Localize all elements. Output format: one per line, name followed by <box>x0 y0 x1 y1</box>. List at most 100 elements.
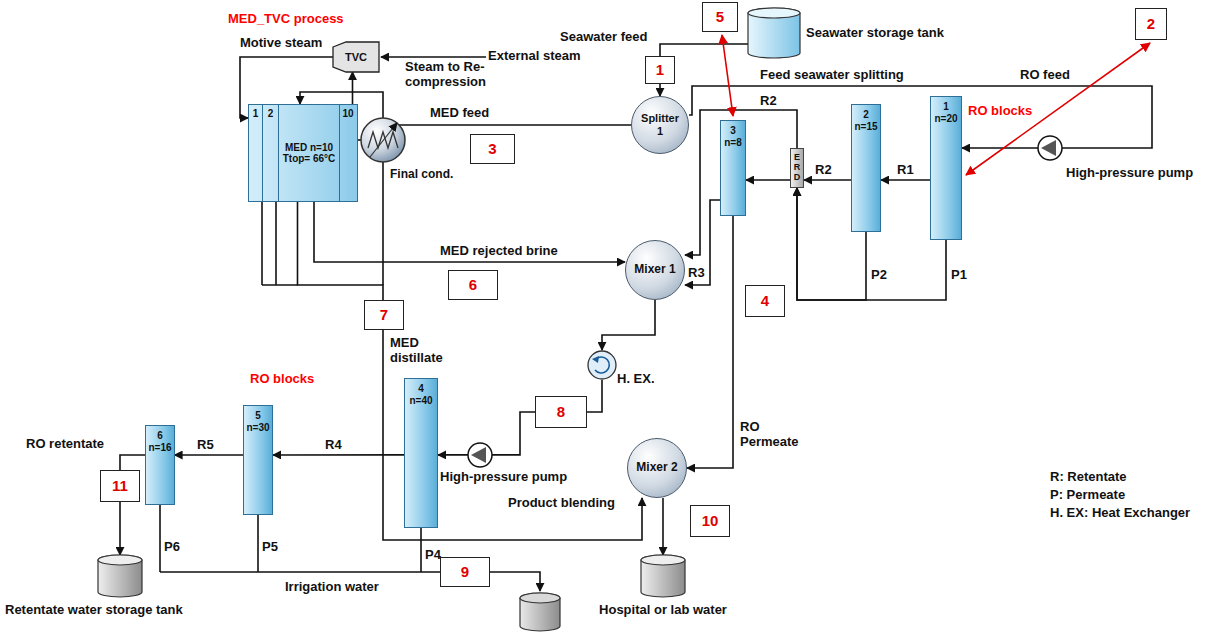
stream-label: P4 <box>425 548 441 563</box>
flow-line <box>438 380 602 455</box>
permeate-line <box>159 505 161 572</box>
tank-lid <box>641 555 685 565</box>
stream-label: Feed seawater splitting <box>760 68 904 83</box>
callout-number: 8 <box>535 396 587 428</box>
med-unit: 12MED n=10 Ttop= 66°C10 <box>248 104 358 202</box>
node-text: n=8 <box>724 137 742 149</box>
stream-label: MED feed <box>430 106 489 121</box>
erd-device: ERD <box>790 148 804 188</box>
node-text: Mixer 2 <box>636 461 677 475</box>
effect-cell: MED n=10 Ttop= 66°C <box>279 105 340 201</box>
section-title: RO blocks <box>250 372 314 387</box>
node-text: n=20 <box>934 113 957 125</box>
flow-line <box>352 72 354 104</box>
stream-label: MED rejected brine <box>440 244 558 259</box>
pump-symbol <box>468 443 492 467</box>
tank-lid <box>98 555 142 565</box>
callout-number: 2 <box>1135 8 1167 40</box>
callout-number: 4 <box>745 285 785 317</box>
stream-label: P6 <box>164 540 180 555</box>
heat-exchanger: H. EX. <box>587 350 617 380</box>
irrigation-tank <box>520 593 560 603</box>
hex-outline <box>587 350 617 380</box>
section-title: RO blocks <box>968 104 1032 119</box>
stream-label: P: Permeate <box>1050 488 1125 503</box>
splitter-circle: Splitter 1 <box>631 96 689 154</box>
callout-number: 11 <box>100 470 140 502</box>
stream-label: R2 <box>815 163 832 178</box>
stream-label: Irrigation water <box>285 580 379 595</box>
node-text: 2 <box>268 108 274 201</box>
condenser-symbol <box>361 118 405 162</box>
callout-number: 10 <box>690 505 730 537</box>
ro-block: 5n=30 <box>243 405 273 515</box>
node-text: Retentate water storage tank <box>5 603 183 618</box>
flow-line <box>298 202 643 540</box>
effect-cell: 2 <box>263 105 279 201</box>
callout-number: 6 <box>448 270 498 300</box>
stream-label: High-pressure pump <box>440 470 567 485</box>
ro-block: 4n=40 <box>404 378 438 528</box>
stream-label: RO retentate <box>26 437 104 452</box>
node-text: 3 <box>730 125 736 137</box>
callout-number: 1 <box>645 56 675 84</box>
ro-block: 2n=15 <box>851 104 881 232</box>
node-text: 6 <box>157 430 163 442</box>
storage-tank: Seawater storage tank <box>748 8 800 58</box>
stream-label: R4 <box>325 438 342 453</box>
stream-label: P2 <box>871 268 887 283</box>
node-text: n=16 <box>148 442 171 454</box>
pump-symbol <box>1041 140 1056 156</box>
stream-label: P5 <box>262 540 278 555</box>
node-text: 2 <box>863 109 869 121</box>
node-text: 10 <box>342 108 353 201</box>
effect-drain <box>261 202 263 285</box>
node-text: Hospital or lab water <box>599 603 727 618</box>
node-text: Mixer 1 <box>634 263 675 277</box>
node-text: 5 <box>255 410 261 422</box>
flow-line <box>881 179 930 181</box>
drain-collector <box>262 284 298 286</box>
node-text: MED n=10 Ttop= 66°C <box>279 142 339 165</box>
flow-line <box>746 179 790 181</box>
node-text: n=15 <box>854 121 877 133</box>
stream-label: High-pressure pump <box>1066 166 1193 181</box>
flow-line <box>689 86 1152 148</box>
stream-label: External steam <box>488 49 581 64</box>
node-text: Seawater storage tank <box>806 26 944 41</box>
stream-label: Product blending <box>508 496 615 511</box>
mixer-circle: Mixer 2 <box>627 438 687 498</box>
effect-drain <box>275 202 277 285</box>
effect-cell: 10 <box>340 105 356 201</box>
callout-number: 5 <box>702 2 738 32</box>
flow-line <box>685 110 797 255</box>
stream-label: Steam to Re-compression <box>405 60 515 90</box>
stream-label: H. EX: Heat Exchanger <box>1050 506 1190 521</box>
condensate-line <box>382 162 384 285</box>
tvc-ejector: TVC <box>333 42 379 72</box>
ro-block: 6n=16 <box>145 425 174 505</box>
permeate-line <box>257 515 259 572</box>
stream-label: RO feed <box>1020 68 1070 83</box>
tank-body <box>641 555 685 597</box>
stream-label: P1 <box>951 268 967 283</box>
stream-label: RO Permeate <box>740 420 812 450</box>
tank-body <box>748 8 800 58</box>
effect-cell: 1 <box>249 105 263 201</box>
flow-line <box>687 216 733 468</box>
stream-label: Seawater feed <box>560 30 647 45</box>
node-text: TVC <box>345 51 367 64</box>
node-text: 1 <box>253 108 259 201</box>
stream-label: R2 <box>760 94 777 109</box>
pump-symbol <box>471 447 486 463</box>
node-text: n=30 <box>246 422 269 434</box>
mixer-circle: Mixer 1 <box>625 240 685 300</box>
section-title: MED_TVC process <box>228 12 344 27</box>
storage-tank: Retentate water storage tank <box>98 555 142 597</box>
callout-number: 9 <box>440 557 490 587</box>
node-text: n=40 <box>409 395 432 407</box>
tank-outline <box>748 8 800 58</box>
callout-number: 3 <box>470 134 515 164</box>
condenser-arrow <box>370 123 397 157</box>
flow-line <box>662 498 664 555</box>
